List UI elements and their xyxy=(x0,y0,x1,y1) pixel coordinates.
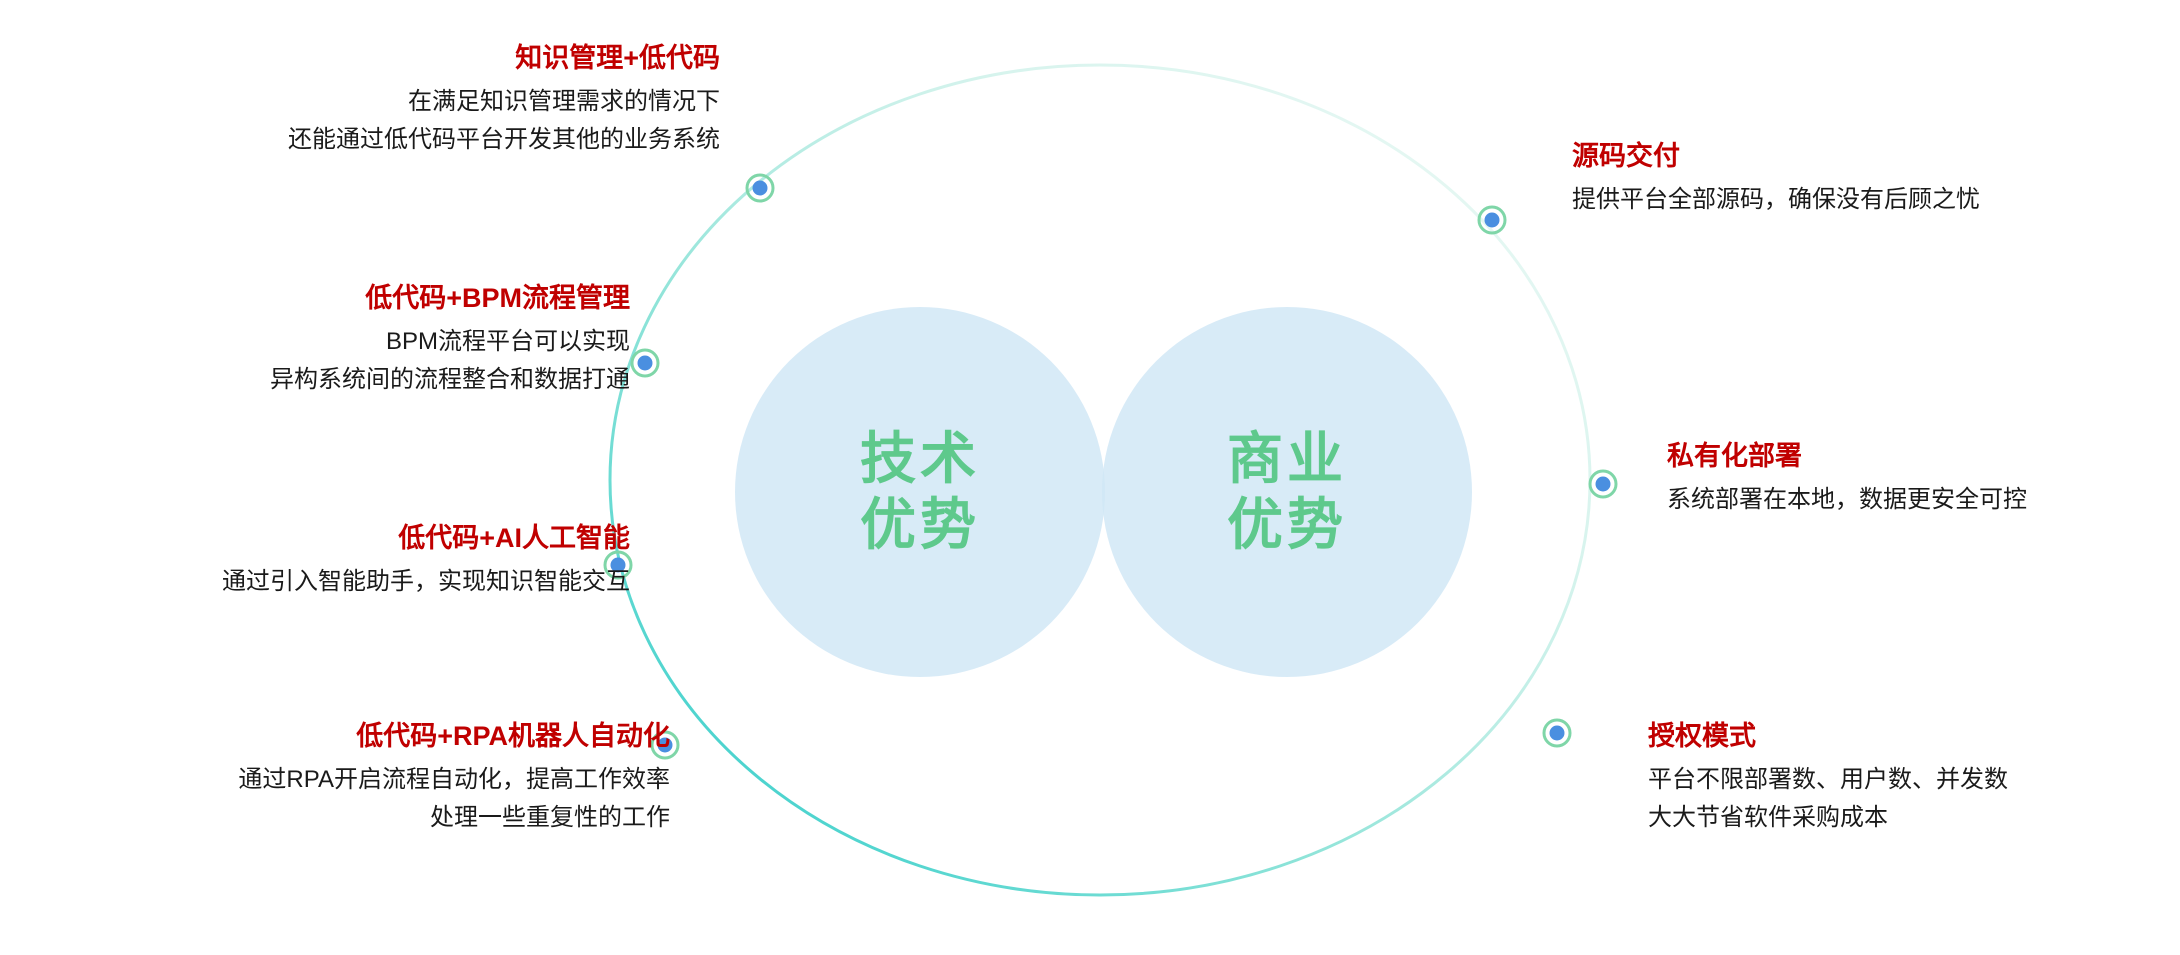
left-circle-technology xyxy=(735,307,1105,677)
callout-title: 源码交付 xyxy=(1572,141,1680,171)
callout-description: 在满足知识管理需求的情况下 还能通过低代码平台开发其他的业务系统 xyxy=(288,88,720,153)
callout-title: 私有化部署 xyxy=(1667,441,1802,471)
callout-license: 授权模式 平台不限部署数、用户数、并发数 大大节省软件采购成本 xyxy=(1648,718,2178,836)
callout-source-code: 源码交付 提供平台全部源码，确保没有后顾之忧 xyxy=(1572,138,2172,219)
dot-rpa[interactable] xyxy=(650,730,680,760)
callout-title: 低代码+BPM流程管理 xyxy=(365,283,630,313)
callout-title: 低代码+AI人工智能 xyxy=(398,523,630,553)
dot-knowledge-management[interactable] xyxy=(745,173,775,203)
dot-private-deploy[interactable] xyxy=(1588,469,1618,499)
arc-dot-group xyxy=(603,173,1618,760)
dot-bpm[interactable] xyxy=(630,348,660,378)
callout-description: 通过引入智能助手，实现知识智能交互 xyxy=(222,568,630,596)
callout-description: 通过RPA开启流程自动化，提高工作效率 处理一些重复性的工作 xyxy=(238,766,670,831)
callout-rpa: 低代码+RPA机器人自动化 通过RPA开启流程自动化，提高工作效率 处理一些重复… xyxy=(20,718,670,836)
callout-private-deploy: 私有化部署 系统部署在本地，数据更安全可控 xyxy=(1667,438,2177,519)
callout-bpm: 低代码+BPM流程管理 BPM流程平台可以实现 异构系统间的流程整合和数据打通 xyxy=(30,280,630,398)
callout-title: 低代码+RPA机器人自动化 xyxy=(356,721,670,751)
dot-ai[interactable] xyxy=(603,550,633,580)
callout-knowledge-management: 知识管理+低代码 在满足知识管理需求的情况下 还能通过低代码平台开发其他的业务系… xyxy=(30,40,720,158)
callout-ai: 低代码+AI人工智能 通过引入智能助手，实现知识智能交互 xyxy=(20,520,630,601)
callout-description: 平台不限部署数、用户数、并发数 大大节省软件采购成本 xyxy=(1648,766,2008,831)
dot-source-code[interactable] xyxy=(1477,205,1507,235)
callout-title: 知识管理+低代码 xyxy=(515,43,720,73)
callout-description: BPM流程平台可以实现 异构系统间的流程整合和数据打通 xyxy=(270,328,630,393)
callout-description: 系统部署在本地，数据更安全可控 xyxy=(1667,486,2027,514)
dot-license[interactable] xyxy=(1542,718,1572,748)
callout-title: 授权模式 xyxy=(1648,721,1756,751)
right-circle-business xyxy=(1102,307,1472,677)
callout-description: 提供平台全部源码，确保没有后顾之忧 xyxy=(1572,186,1980,214)
